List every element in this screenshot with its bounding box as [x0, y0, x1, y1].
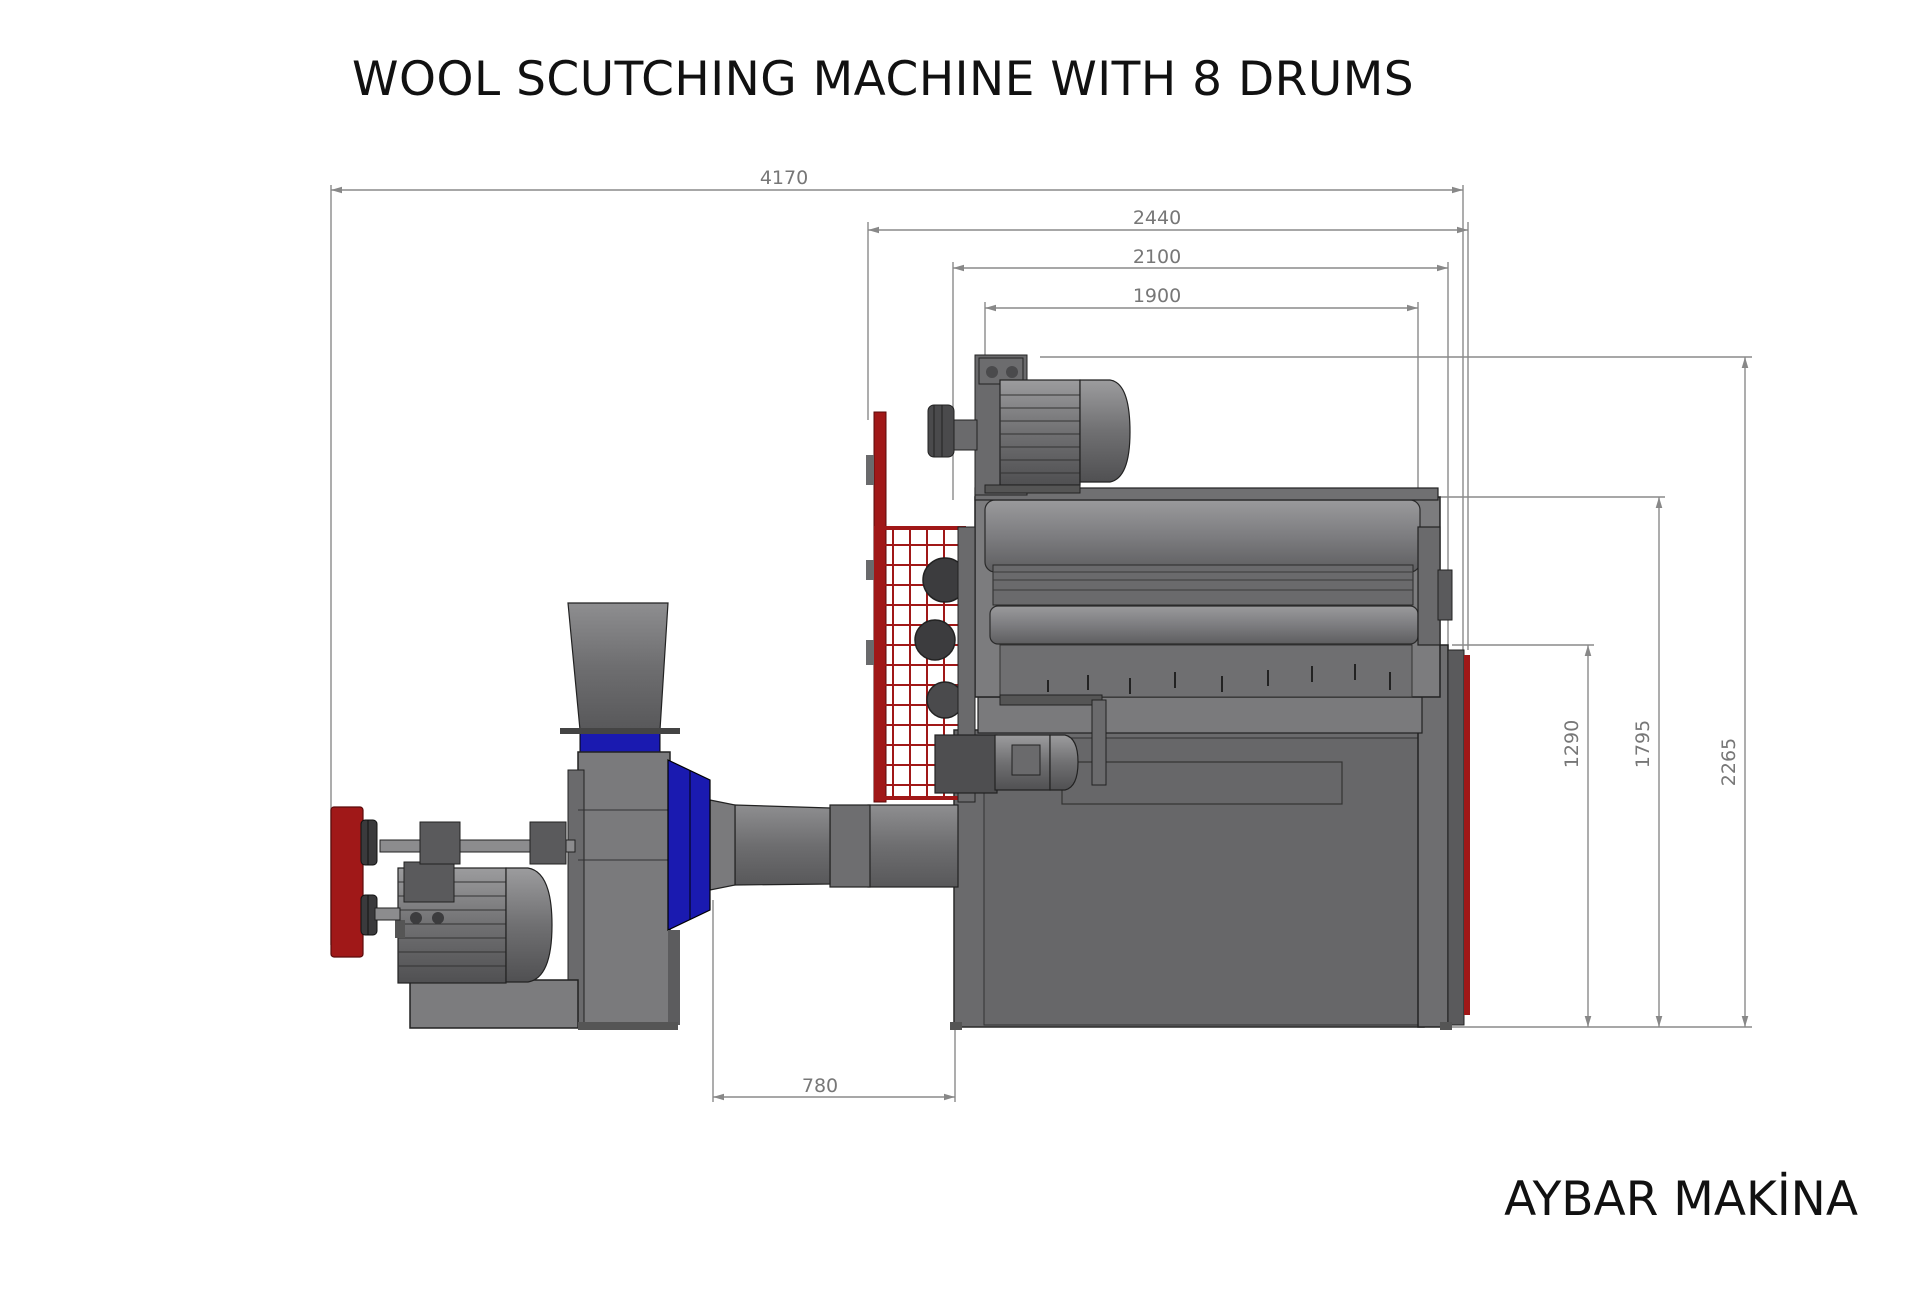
feed-motor — [934, 694, 1107, 794]
centrifugal-fan — [560, 602, 711, 1028]
fan-motor — [379, 821, 579, 1029]
drawing-title: WOOL SCUTCHING MACHINE WITH 8 DRUMS — [352, 52, 1415, 107]
dim-duct-offset: 780 — [802, 1075, 838, 1097]
red-safety-guard — [866, 411, 976, 803]
machine-feet — [578, 1022, 1452, 1030]
dim-drum-length: 1900 — [1133, 285, 1181, 307]
main-machine-body — [953, 487, 1470, 1028]
air-duct — [709, 799, 959, 891]
dim-height-total: 2265 — [1718, 738, 1740, 786]
dim-overall-length: 4170 — [760, 167, 808, 189]
dim-height-drum: 1795 — [1632, 720, 1654, 768]
dim-height-base: 1290 — [1561, 720, 1583, 768]
top-drive-motor — [927, 354, 1131, 496]
dim-frame-length: 2440 — [1133, 207, 1181, 229]
red-drive-pulleys — [330, 806, 401, 958]
brand-name: AYBAR MAKİNA — [1504, 1172, 1858, 1227]
dim-body-length: 2100 — [1133, 246, 1181, 268]
